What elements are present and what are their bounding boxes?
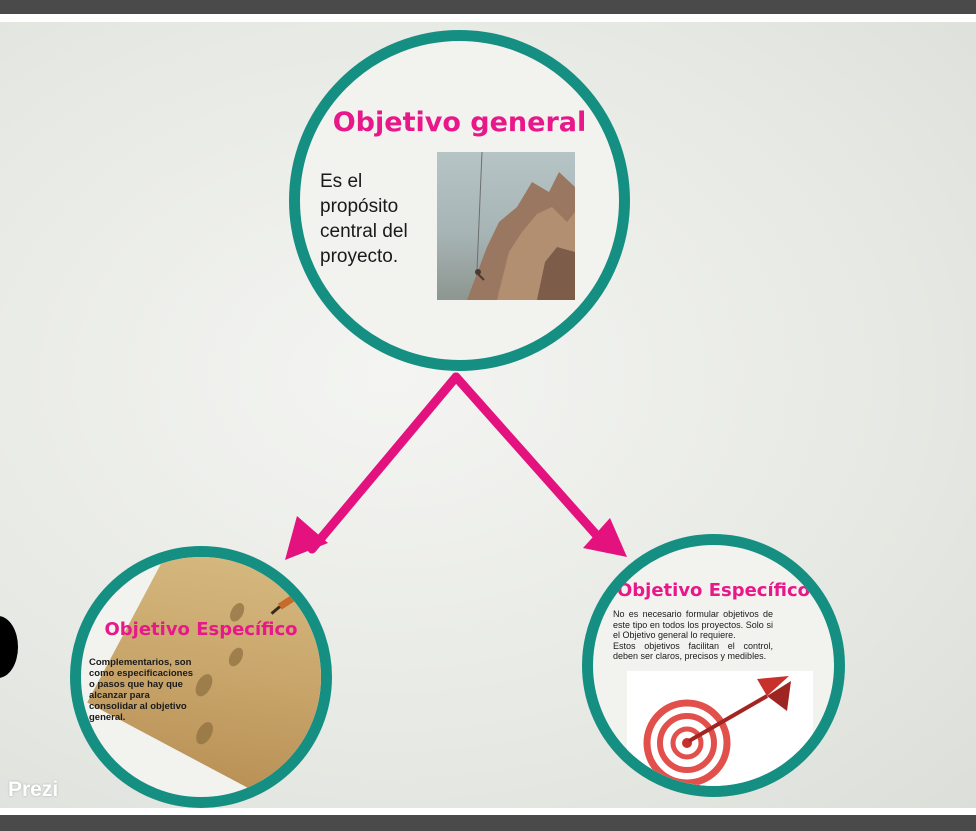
specific-objective-right-circle: Objetivo Específico No es necesario form… [582,534,845,797]
arrow-right [451,372,627,557]
specific-objective-left-circle: Objetivo Específico Complementarios, son… [70,546,332,808]
branch-arrows [285,372,627,560]
general-objective-text: Es el propósito central del proyecto. [320,171,408,267]
dart-target-image [627,671,813,786]
general-objective-title: Objetivo general [332,107,587,138]
specific-objective-left-title: Objetivo Específico [104,619,298,640]
specific-objective-right-text-2: Estos objetivos facilitan el control, de… [613,640,773,662]
top-bar [0,0,976,14]
specific-objective-right-title: Objetivo Específico [616,580,811,601]
specific-objective-right-text: No es necesario formular objetivos de es… [613,609,773,662]
left-edge-shape [0,616,18,678]
prezi-logo: Prezi [8,778,59,801]
specific-objective-left-text: Complementarios, son como especificacion… [89,657,194,723]
prezi-canvas: Objetivo general Es el propósito central… [0,22,976,808]
mountain-climber-image [437,152,575,300]
footprints-sand-image [87,557,321,797]
general-objective-circle: Objetivo general Es el propósito central… [289,30,630,371]
bottom-bar [0,815,976,831]
specific-objective-right-text-1: No es necesario formular objetivos de es… [613,609,773,640]
arrow-left [285,372,461,560]
